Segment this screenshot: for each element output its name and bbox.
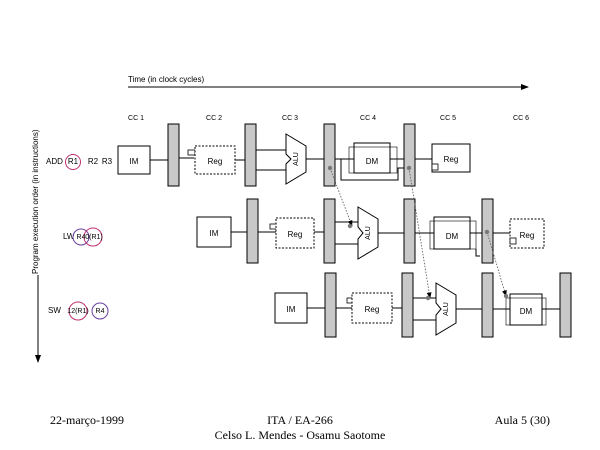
- register-file-read-half: [431, 163, 439, 171]
- stage-label: ALU: [443, 302, 450, 316]
- time-axis-label: Time (in clock cycles): [128, 75, 204, 84]
- register-file-box: [275, 217, 315, 249]
- clock-cycle-label: CC 6: [513, 115, 529, 122]
- instruction-row-lw: LW R4 0(R1) IM Reg ALU DM Reg: [63, 198, 545, 264]
- clock-cycle-label: CC 2: [206, 115, 222, 122]
- register-highlight-circle: [65, 154, 81, 170]
- clock-cycle-label: CC 4: [360, 115, 376, 122]
- forwarding-paths: [327, 165, 509, 301]
- pipeline-register: [244, 123, 257, 187]
- instruction-operand: R1: [68, 157, 79, 166]
- stage-label: DM: [520, 307, 533, 316]
- data-memory-box: [353, 142, 391, 174]
- stage-label: IM: [210, 229, 219, 238]
- stage-label: Reg: [365, 305, 380, 314]
- register-highlight-circle: [83, 227, 103, 247]
- instruction-operand: R4: [96, 308, 105, 315]
- forwarding-point: [425, 295, 431, 301]
- clock-cycle-label: CC 5: [440, 115, 456, 122]
- clock-cycle-label: CC 3: [282, 115, 298, 122]
- pipeline-register: [324, 272, 337, 338]
- data-memory-box: [433, 216, 471, 250]
- alu-shape: [435, 282, 457, 336]
- clock-cycle-label: CC 1: [128, 115, 144, 122]
- instruction-operand: R2: [88, 157, 99, 166]
- alu-shape: [357, 206, 379, 260]
- instruction-op: ADD: [46, 157, 63, 166]
- forwarding-point: [347, 223, 353, 229]
- pipeline-register: [323, 123, 336, 187]
- instruction-operand: 0(R1): [85, 234, 103, 241]
- instruction-operand: R4: [77, 234, 86, 241]
- pipeline-register: [246, 198, 259, 264]
- data-memory-inner: [348, 146, 398, 174]
- register-file-read-half: [509, 237, 517, 245]
- stage-label: IM: [287, 305, 296, 314]
- pipeline-register: [559, 272, 572, 338]
- register-highlight-circle: [68, 301, 88, 321]
- stage-label: DM: [366, 157, 379, 166]
- register-highlight-circle: [91, 302, 109, 320]
- footer-course: ITA / EA-266: [267, 413, 333, 427]
- instruction-operand: R3: [102, 157, 113, 166]
- stage-label: Reg: [520, 231, 535, 240]
- instruction-row-sw: SW 12(R1) R4 IM Reg ALU DM: [48, 272, 572, 338]
- forwarding-path: [408, 167, 432, 299]
- datapath-bypass-wire: [340, 159, 404, 181]
- data-memory-inner: [429, 220, 477, 250]
- data-memory-inner: [505, 297, 547, 326]
- forwarding-point: [406, 165, 412, 171]
- pipeline-register: [401, 272, 414, 338]
- datapath-bypass-wire: [475, 249, 480, 257]
- alu-shape: [285, 133, 307, 185]
- instruction-row-add: ADD R1 R2 R3 IM Reg ALU DM Reg: [46, 123, 471, 187]
- stage-label: ALU: [293, 152, 300, 166]
- pipeline-register: [323, 198, 336, 264]
- clock-cycle-labels: CC 1 CC 2 CC 3 CC 4 CC 5 CC 6: [128, 115, 529, 122]
- register-file-write-half: [187, 149, 196, 156]
- forwarding-path: [329, 167, 353, 227]
- stage-label: Reg: [444, 155, 459, 164]
- instruction-op: LW: [63, 232, 75, 241]
- footer-date: 22-março-1999: [50, 413, 124, 427]
- pipeline-register: [167, 123, 180, 187]
- forwarding-point: [327, 165, 333, 171]
- instruction-op: SW: [48, 306, 61, 315]
- forwarding-point: [484, 229, 490, 235]
- forwarding-point: [503, 293, 509, 299]
- register-highlight-circle: [72, 228, 90, 246]
- stage-label: DM: [446, 232, 459, 241]
- program-order-axis-label: Program execution order (in instructions…: [31, 129, 40, 274]
- pipeline-register: [403, 123, 416, 187]
- stage-label: IM: [130, 157, 139, 166]
- stage-label: Reg: [208, 157, 223, 166]
- pipeline-register: [403, 198, 416, 264]
- footer-authors: Celso L. Mendes - Osamu Saotome: [214, 428, 386, 442]
- stage-label: Reg: [288, 230, 303, 239]
- stage-label: ALU: [365, 226, 372, 240]
- register-file-box: [351, 292, 393, 324]
- footer-center: ITA / EA-266 Celso L. Mendes - Osamu Sao…: [215, 413, 386, 443]
- instruction-memory-box: [117, 145, 151, 175]
- instruction-operand: 12(R1): [67, 308, 88, 315]
- pipeline-register: [481, 272, 494, 338]
- forwarding-path: [486, 231, 507, 297]
- footer-page-number: Aula 5 (30): [494, 413, 550, 427]
